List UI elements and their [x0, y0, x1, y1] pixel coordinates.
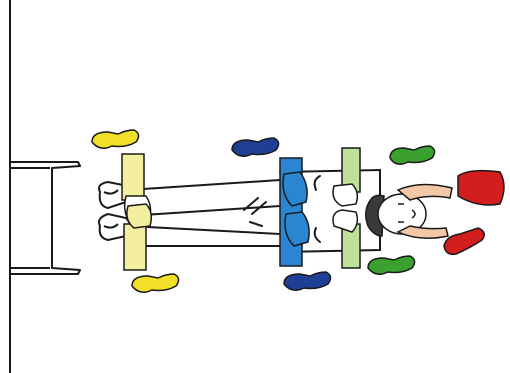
- blue-helper: [232, 138, 331, 290]
- green-hand-icon-2: [333, 210, 357, 232]
- yellow-hand-icon-2: [127, 204, 151, 228]
- green-shoe-icon-2: [368, 256, 415, 274]
- blue-shoe-icon: [232, 138, 279, 156]
- green-shoe-icon: [390, 146, 435, 164]
- yellow-helper: [92, 130, 179, 292]
- red-body-icon: [458, 171, 504, 205]
- yellow-shoe-icon-2: [132, 274, 179, 292]
- green-hand-icon: [333, 184, 357, 206]
- red-shoe-icon: [444, 228, 484, 254]
- red-sleeve-bottom: [398, 226, 448, 238]
- yellow-shoe-icon: [92, 130, 139, 148]
- red-sleeve-top: [398, 184, 452, 200]
- yellow-sleeve-left: [122, 154, 144, 200]
- yellow-sleeve-right: [124, 224, 146, 270]
- blue-shoe-icon-2: [284, 272, 331, 290]
- stretcher-frame: [10, 162, 80, 274]
